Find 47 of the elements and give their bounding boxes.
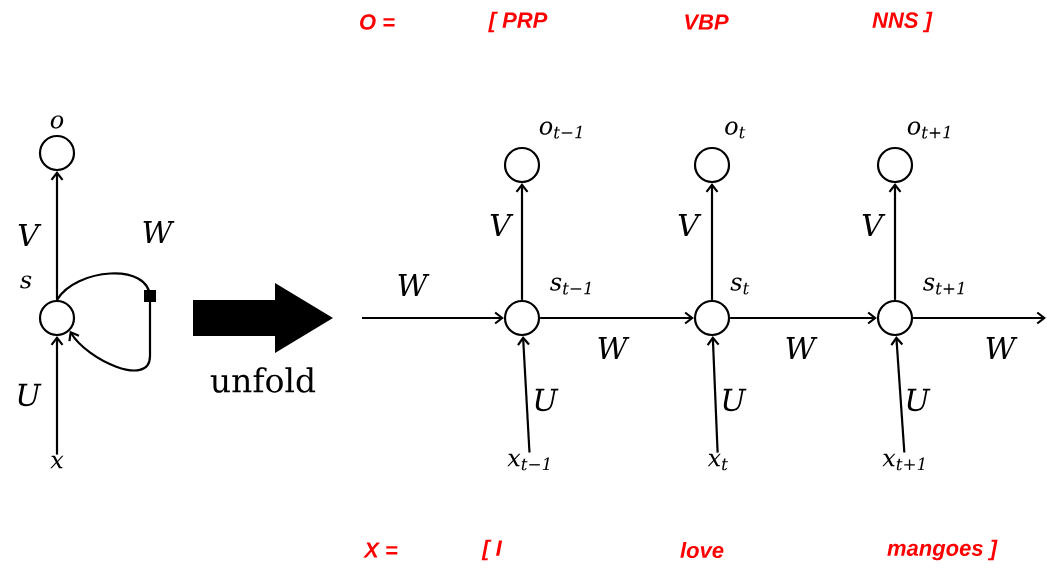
- variable-label: s: [20, 275, 32, 289]
- edge-label: U: [907, 388, 931, 412]
- arrow: [50, 336, 64, 455]
- unfold-label: unfold: [210, 367, 316, 393]
- edge-label: U: [535, 388, 559, 412]
- edge-label: V: [862, 214, 886, 236]
- arrow: [890, 336, 906, 453]
- variable-label: x: [50, 455, 64, 469]
- edge-label: W: [398, 274, 430, 296]
- variable-label: s$_{t−1}$: [550, 277, 591, 295]
- variable-label: o: [50, 115, 64, 129]
- tag-label: [ PRP: [488, 11, 548, 33]
- arrow: [362, 311, 504, 325]
- edge-label: V: [678, 214, 702, 236]
- edge-label: W: [986, 337, 1018, 359]
- edge-label: V: [18, 224, 42, 246]
- tag-label: O =: [360, 14, 395, 30]
- arrow: [730, 311, 877, 325]
- variable-label: x$_{t}$: [707, 453, 728, 471]
- variable-label: x$_{t−1}$: [507, 453, 549, 471]
- arrow: [705, 183, 719, 300]
- arrow: [50, 171, 64, 300]
- tag-label: mangoes ]: [887, 539, 998, 561]
- loop-arrow: [56, 272, 156, 372]
- edge-label: W: [143, 221, 175, 243]
- arrow: [515, 183, 529, 300]
- arrow: [540, 311, 694, 325]
- variable-label: o$_{t+1}$: [907, 121, 950, 139]
- variable-label: o$_{t}$: [725, 121, 746, 139]
- variable-label: s$_{t+1}$: [923, 277, 964, 295]
- edge-label: W: [786, 337, 818, 359]
- arrow: [706, 336, 720, 453]
- variable-label: o$_{t−1}$: [539, 121, 582, 139]
- edge-label: V: [490, 214, 514, 236]
- tag-label: VBP: [685, 14, 729, 30]
- edge-label: U: [18, 383, 42, 407]
- edge-label: U: [723, 388, 747, 412]
- tag-label: NNS ]: [872, 11, 933, 33]
- tag-label: love: [680, 541, 724, 559]
- edge-label: W: [598, 337, 630, 359]
- tag-label: X =: [363, 542, 398, 558]
- arrow: [888, 183, 902, 300]
- variable-label: x$_{t+1}$: [882, 453, 924, 471]
- variable-label: s$_{t}$: [730, 277, 750, 295]
- tag-label: [ I: [481, 539, 503, 561]
- arrow: [913, 311, 1046, 325]
- arrow: [517, 336, 531, 453]
